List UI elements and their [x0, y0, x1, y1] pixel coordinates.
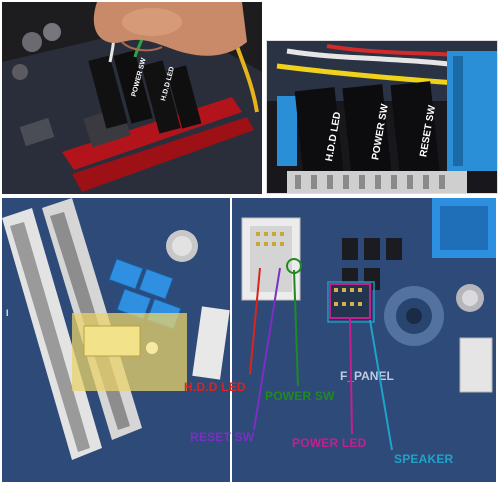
photo-labeled-connectors-closeup: H.D.D LED POWER SW RESET SW: [266, 40, 498, 194]
photo-front-panel-art: F_PANEL: [232, 198, 496, 482]
photo-connectors-closeup-art: H.D.D LED POWER SW RESET SW: [267, 41, 497, 193]
label-hdd-led: H.D.D LED: [184, 380, 246, 394]
label-speaker: SPEAKER: [394, 452, 454, 466]
photo-hand-plugging-connectors: POWER SW H.D.D LED: [2, 2, 262, 194]
label-reset-sw: RESET SW: [190, 430, 255, 444]
label-power-led: POWER LED: [292, 436, 367, 450]
label-power-sw: POWER SW: [265, 389, 335, 403]
photo-front-panel-header: F_PANEL: [232, 198, 496, 482]
svg-text:I: I: [6, 308, 9, 318]
photo-hand-plugging-art: POWER SW H.D.D LED: [2, 2, 262, 194]
photo-board-highlighted-header: I: [2, 198, 230, 482]
photo-board-left-art: I: [2, 198, 230, 482]
board-silkscreen-text: F_PANEL: [340, 369, 394, 383]
